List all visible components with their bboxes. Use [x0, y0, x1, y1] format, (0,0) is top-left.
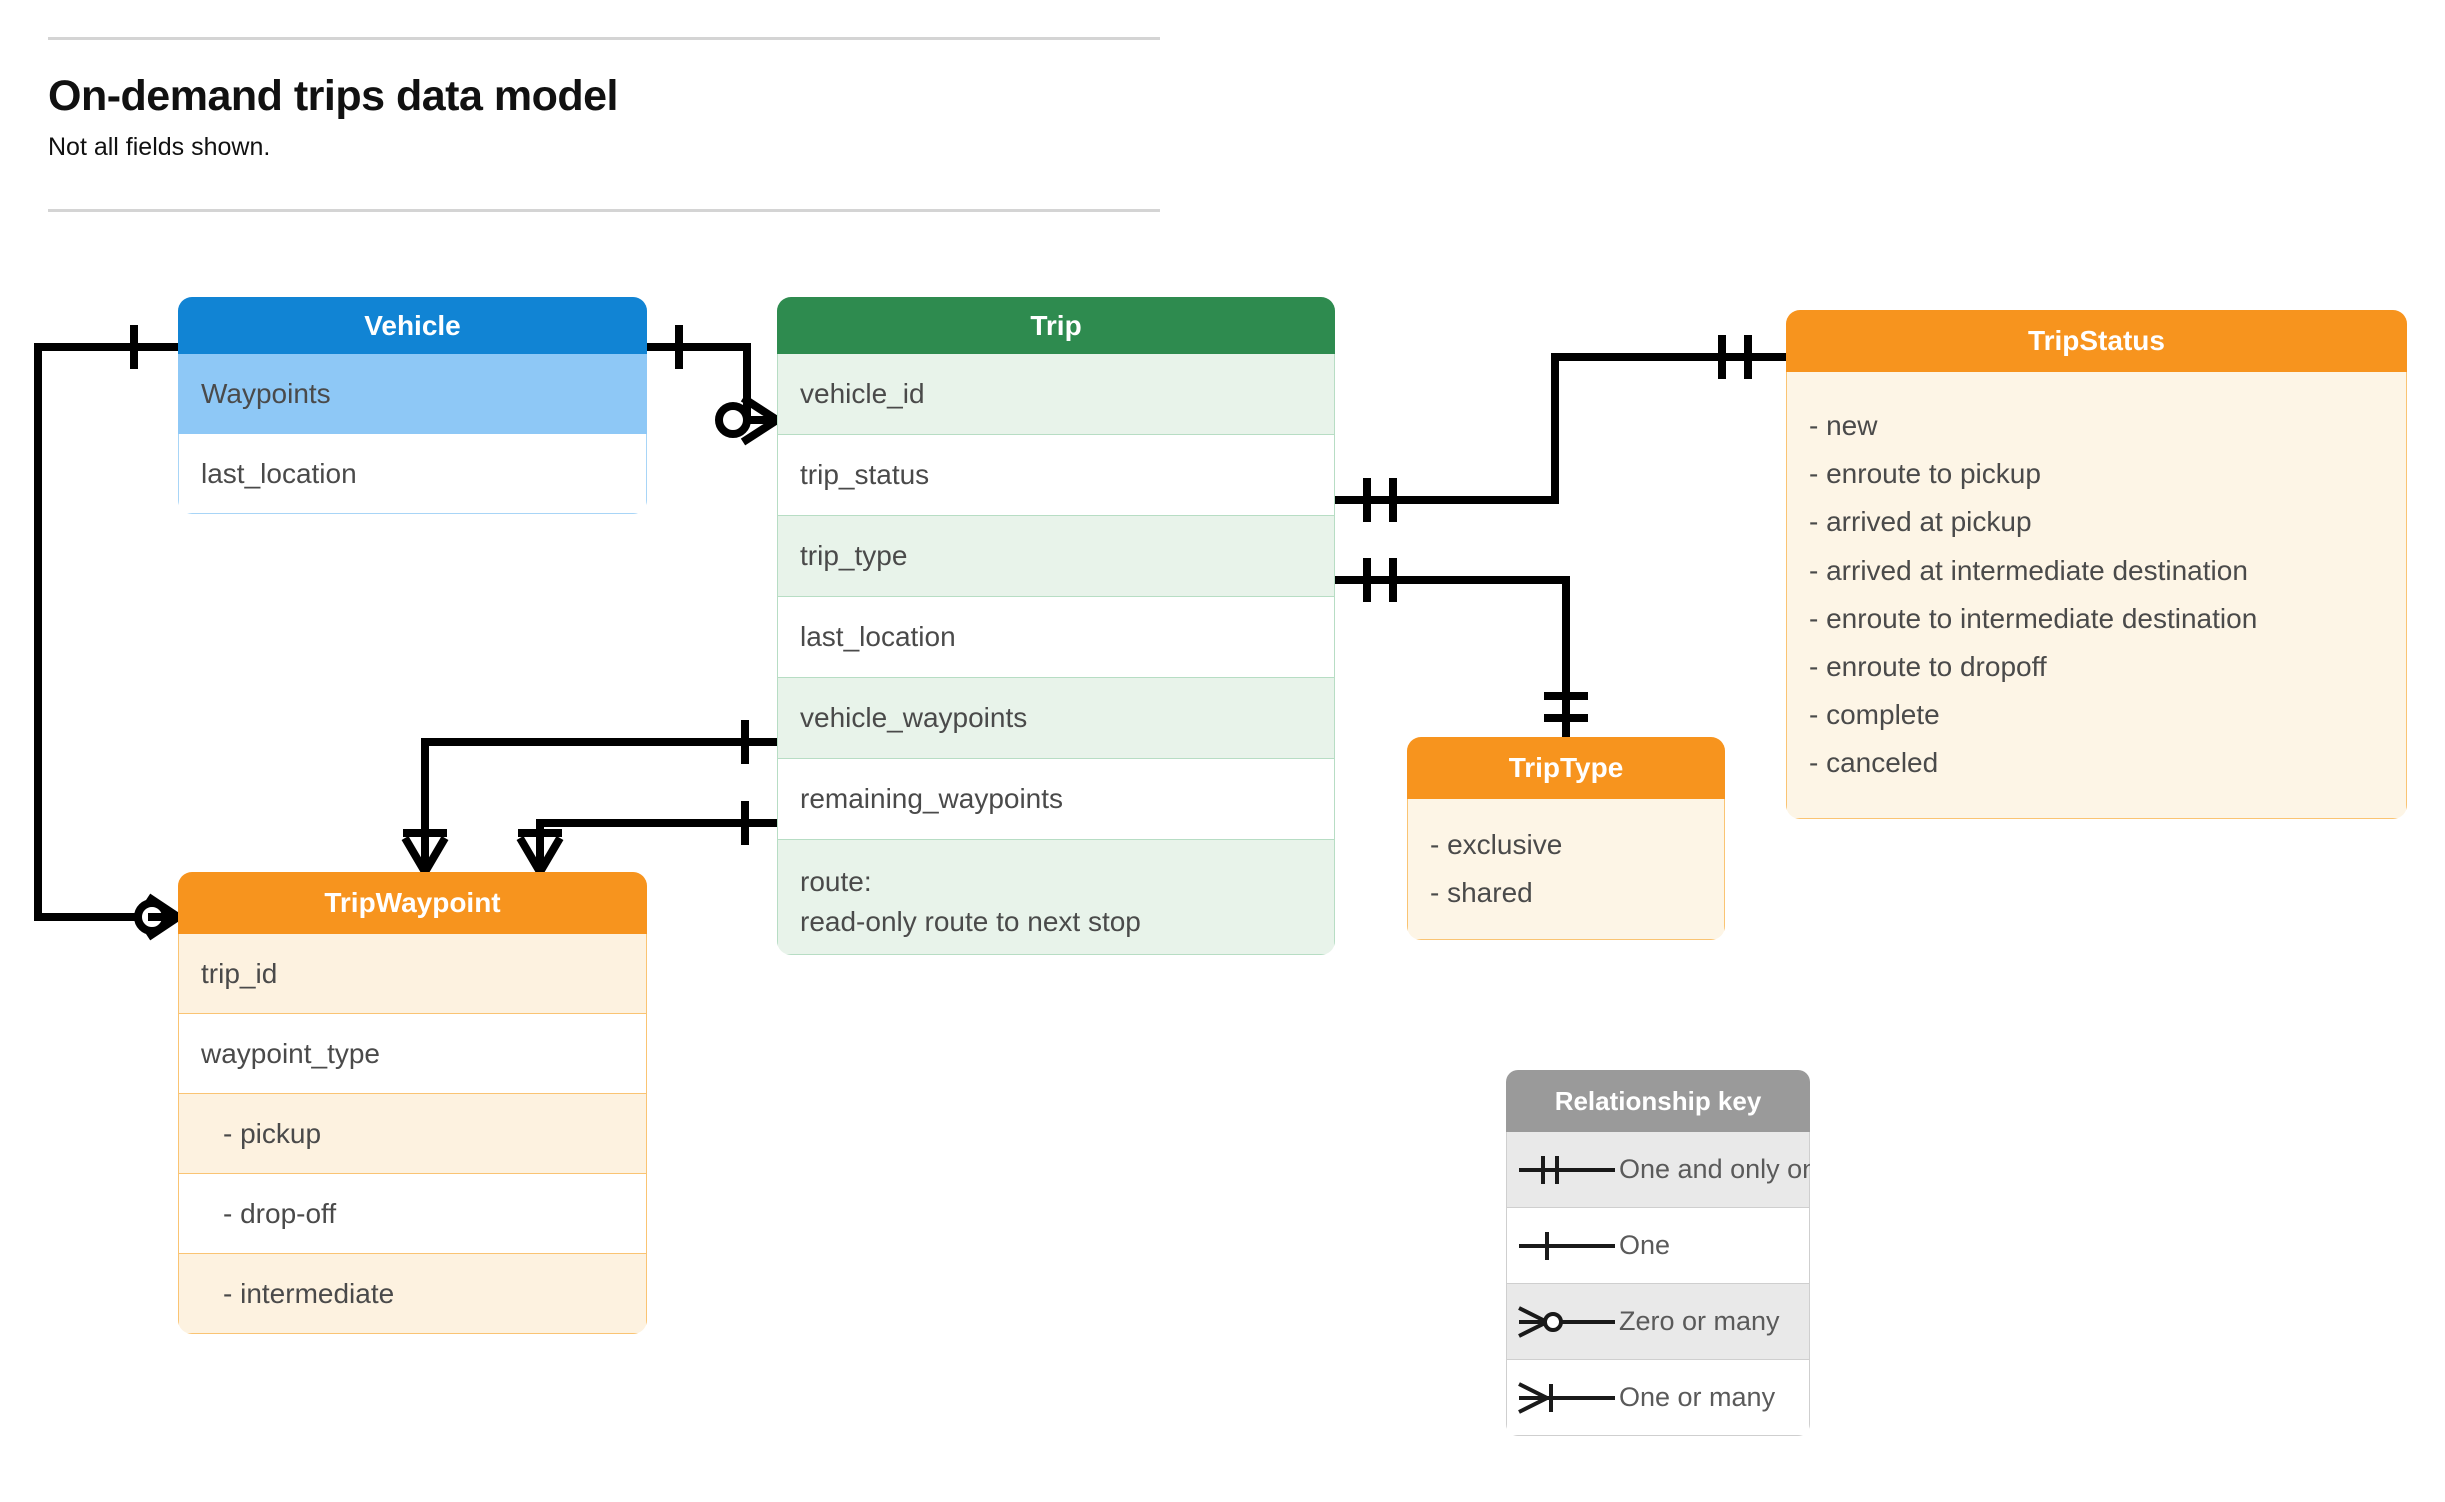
value-tripstatus-enroute-to-intermediate-destination: - enroute to intermediate destination: [1809, 602, 2258, 634]
connector-remaining-waypoints-field: [536, 819, 777, 872]
key-label-one-or-many: One or many: [1619, 1382, 1776, 1412]
entity-triptype-values: - exclusive - shared: [1407, 799, 1725, 941]
relationship-key-title: Relationship key: [1506, 1070, 1810, 1132]
value-triptype-exclusive: - exclusive: [1430, 829, 1563, 860]
value-tripstatus-complete: - complete: [1809, 699, 1940, 731]
field-trip-route[interactable]: route: read-only route to next stop: [777, 840, 1335, 955]
relationship-key-legend: Relationship key One and only one: [1506, 1070, 1810, 1436]
connector-vehicle-waypoints-to-tripwaypoint: [34, 343, 178, 921]
page-subtitle: Not all fields shown.: [48, 133, 271, 161]
field-trip-trip-status[interactable]: trip_status: [777, 435, 1335, 516]
field-trip-remaining-waypoints[interactable]: remaining_waypoints: [777, 759, 1335, 840]
header-divider-bottom: [48, 209, 1160, 212]
key-label-one: One: [1619, 1230, 1671, 1260]
value-triptype-shared: - shared: [1430, 877, 1533, 909]
connector-vehicle-waypoints-field: [421, 738, 777, 872]
entity-trip[interactable]: Trip vehicle_id trip_status trip_type la…: [777, 297, 1335, 955]
key-row-one: One: [1506, 1208, 1810, 1284]
field-trip-route-label: route:: [800, 866, 872, 897]
value-tripwaypoint-intermediate[interactable]: - intermediate: [178, 1254, 647, 1334]
connector-trip-status-to-tripstatus: [1335, 353, 1786, 504]
field-trip-trip-type[interactable]: trip_type: [777, 516, 1335, 597]
one-and-only-one-icon: [1515, 1150, 1619, 1190]
key-row-one-and-only-one: One and only one: [1506, 1132, 1810, 1208]
entity-tripwaypoint[interactable]: TripWaypoint trip_id waypoint_type - pic…: [178, 872, 647, 1334]
value-tripstatus-enroute-to-dropoff: - enroute to dropoff: [1809, 650, 2047, 682]
one-icon: [1515, 1226, 1619, 1266]
value-tripwaypoint-pickup[interactable]: - pickup: [178, 1094, 647, 1174]
header-divider-top: [48, 37, 1160, 40]
field-tripwaypoint-waypoint-type[interactable]: waypoint_type: [178, 1014, 647, 1094]
zero-or-many-icon: [1515, 1302, 1619, 1342]
field-vehicle-waypoints[interactable]: Waypoints: [178, 354, 647, 434]
page-title: On-demand trips data model: [48, 72, 618, 120]
value-tripstatus-canceled: - canceled: [1809, 747, 1939, 779]
entity-tripstatus[interactable]: TripStatus - new - enroute to pickup - a…: [1786, 310, 2407, 819]
connector-trip-type-to-triptype: [1335, 576, 1570, 737]
entity-vehicle[interactable]: Vehicle Waypoints last_location: [178, 297, 647, 514]
entity-tripstatus-values: - new - enroute to pickup - arrived at p…: [1786, 372, 2407, 819]
entity-tripstatus-title: TripStatus: [1786, 310, 2407, 372]
value-tripstatus-enroute-to-pickup: - enroute to pickup: [1809, 458, 2041, 490]
key-row-one-or-many: One or many: [1506, 1360, 1810, 1436]
field-tripwaypoint-trip-id[interactable]: trip_id: [178, 934, 647, 1014]
field-trip-vehicle-id[interactable]: vehicle_id: [777, 354, 1335, 435]
field-trip-route-description: read-only route to next stop: [800, 905, 1141, 937]
field-trip-vehicle-waypoints[interactable]: vehicle_waypoints: [777, 678, 1335, 759]
one-or-many-icon: [1515, 1378, 1619, 1418]
entity-vehicle-title: Vehicle: [178, 297, 647, 354]
key-row-zero-or-many: Zero or many: [1506, 1284, 1810, 1360]
connector-vehicle-to-trip: [647, 343, 751, 420]
value-tripstatus-arrived-at-intermediate-destination: - arrived at intermediate destination: [1809, 554, 2248, 586]
entity-trip-title: Trip: [777, 297, 1335, 354]
key-label-zero-or-many: Zero or many: [1619, 1306, 1780, 1336]
key-label-one-and-only-one: One and only one: [1619, 1154, 1810, 1184]
entity-triptype[interactable]: TripType - exclusive - shared: [1407, 737, 1725, 941]
value-tripstatus-arrived-at-pickup: - arrived at pickup: [1809, 506, 2032, 538]
field-vehicle-last-location[interactable]: last_location: [178, 434, 647, 514]
entity-triptype-title: TripType: [1407, 737, 1725, 799]
entity-tripwaypoint-title: TripWaypoint: [178, 872, 647, 934]
value-tripstatus-new: - new: [1809, 410, 1878, 441]
field-trip-last-location[interactable]: last_location: [777, 597, 1335, 678]
value-tripwaypoint-dropoff[interactable]: - drop-off: [178, 1174, 647, 1254]
